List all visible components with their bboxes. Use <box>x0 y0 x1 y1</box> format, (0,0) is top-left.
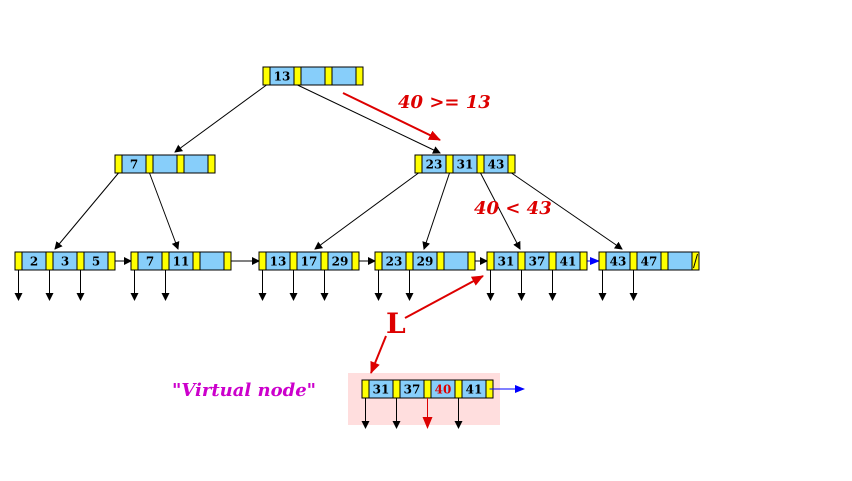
pointer-cell <box>145 154 154 174</box>
pointer-cell <box>517 251 526 271</box>
pointer-cell <box>289 251 298 271</box>
key-cell <box>667 251 693 271</box>
null-next-pointer <box>693 253 698 269</box>
virtual-node: 31 37 40 41 <box>361 379 494 399</box>
pointer-cell <box>351 251 360 271</box>
pointer-cell <box>207 154 216 174</box>
key-label: 7 <box>130 158 138 172</box>
pointer-cell <box>361 379 370 399</box>
key-cell <box>331 66 357 86</box>
key-label: 40 <box>435 383 452 397</box>
key-label: 43 <box>488 158 505 172</box>
pointer-cell <box>660 251 669 271</box>
compare-root-label: 40 >= 13 <box>398 92 491 113</box>
key-cell <box>199 251 225 271</box>
leaf-node: 23 29 <box>374 251 476 271</box>
pointer-cell <box>355 66 364 86</box>
child-pointer-arrows <box>14 270 638 429</box>
virtual-node-label: "Virtual node" <box>172 380 316 401</box>
pointer-cell <box>262 66 271 86</box>
pointer-cell <box>445 154 454 174</box>
key-label: 41 <box>560 255 577 269</box>
pointer-cell <box>76 251 85 271</box>
key-label: 11 <box>173 255 190 269</box>
tree-edge <box>174 84 267 153</box>
pointer-cell <box>45 251 54 271</box>
pointer-cell <box>130 251 139 271</box>
tree-edge <box>314 172 419 250</box>
key-label: 31 <box>498 255 515 269</box>
key-label: 47 <box>641 255 658 269</box>
key-label: 2 <box>30 255 38 269</box>
key-label: 37 <box>529 255 546 269</box>
leaf-node: 2 3 5 <box>14 251 116 271</box>
pointer-cell <box>405 251 414 271</box>
pointer-cell <box>423 379 432 399</box>
pointer-cell <box>598 251 607 271</box>
key-label: 23 <box>426 158 443 172</box>
pointer-cell <box>454 379 463 399</box>
pointer-cell <box>507 154 516 174</box>
pointer-cell <box>629 251 638 271</box>
pointer-cell <box>320 251 329 271</box>
leaf-node: 7 11 <box>130 251 232 271</box>
pointer-cell <box>192 251 201 271</box>
pointer-cell <box>14 251 23 271</box>
tree-edge <box>480 172 521 250</box>
leaf-l-label: L <box>386 307 406 340</box>
compare-internal-label: 40 < 43 <box>474 198 552 219</box>
key-label: 13 <box>274 70 291 84</box>
key-label: 17 <box>301 255 318 269</box>
pointer-cell <box>467 251 476 271</box>
key-label: 29 <box>417 255 434 269</box>
search-path-arrow-root <box>342 92 441 141</box>
pointer-cell <box>476 154 485 174</box>
tree-edge <box>297 84 441 154</box>
pointer-cell <box>374 251 383 271</box>
pointer-cell <box>223 251 232 271</box>
leaf-label-arrow-to-virtual <box>370 335 387 374</box>
key-label: 43 <box>610 255 627 269</box>
key-label: 3 <box>61 255 69 269</box>
key-label: 13 <box>270 255 287 269</box>
pointer-cell <box>293 66 302 86</box>
key-label: 41 <box>466 383 483 397</box>
pointer-cell <box>414 154 423 174</box>
tree-edge <box>149 172 180 250</box>
pointer-cell <box>176 154 185 174</box>
key-cell <box>152 154 178 174</box>
pointer-cell <box>161 251 170 271</box>
key-cell <box>183 154 209 174</box>
key-label: 31 <box>457 158 474 172</box>
pointer-cell <box>107 251 116 271</box>
root-node: 13 <box>262 66 364 86</box>
pointer-cell <box>392 379 401 399</box>
internal-node-right: 23 31 43 <box>414 154 516 174</box>
key-cell <box>300 66 326 86</box>
pointer-cell <box>579 251 588 271</box>
leaf-node: 43 47 <box>598 251 700 271</box>
leaf-node: 31 37 41 <box>486 251 588 271</box>
pointer-cell <box>324 66 333 86</box>
pointer-cell <box>436 251 445 271</box>
key-label: 31 <box>373 383 390 397</box>
tree-edge <box>511 172 623 250</box>
key-label: 7 <box>146 255 154 269</box>
key-label: 29 <box>332 255 349 269</box>
internal-node-left: 7 <box>114 154 216 174</box>
key-label: 37 <box>404 383 421 397</box>
tree-edge <box>422 172 450 250</box>
tree-edge <box>54 172 119 250</box>
pointer-cell <box>486 251 495 271</box>
key-label: 23 <box>386 255 403 269</box>
pointer-cell <box>258 251 267 271</box>
leaf-label-arrow-to-leaf <box>404 275 484 319</box>
pointer-cell <box>114 154 123 174</box>
leaf-node: 13 17 29 <box>258 251 360 271</box>
key-cell <box>443 251 469 271</box>
pointer-cell <box>548 251 557 271</box>
key-label: 5 <box>92 255 100 269</box>
